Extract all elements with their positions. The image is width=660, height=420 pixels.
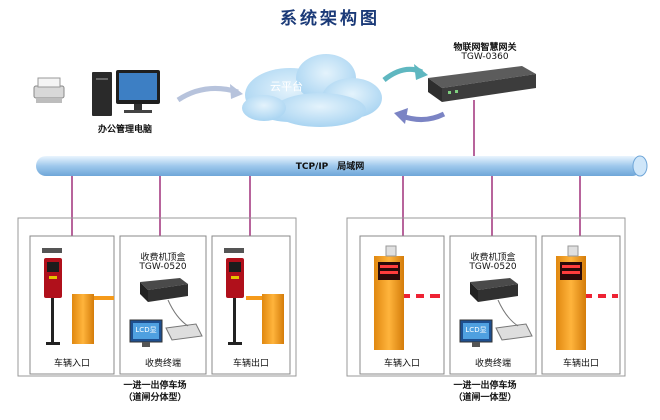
gateway-name: 物联网智慧网关 (453, 43, 517, 53)
site-1-exit-label: 车辆出口 (232, 359, 269, 369)
pc-cloud-arrow (176, 85, 239, 103)
site-2-keyboard-icon (495, 323, 533, 341)
site-2-terminal-label: 收费终端 (474, 359, 511, 369)
site-1-topbox-icon (140, 278, 188, 302)
site-2-lcd-label: LCD显 (465, 326, 487, 334)
network-bus-label: TCP/IP 局域网 (295, 162, 365, 172)
site-1-exit-barrier-icon (246, 294, 284, 344)
site-2-entry-box (359, 235, 445, 375)
site-1-lcd-icon (129, 319, 163, 347)
site-2-box-model: TGW-0520 (469, 262, 517, 272)
site-1-box-model: TGW-0520 (139, 262, 187, 272)
site-2-exit-box (541, 235, 621, 375)
site-1-terminal-box (119, 235, 207, 375)
site-1-box-title: 收费机顶盒 (140, 253, 186, 263)
site-2-exit-integrated-barrier-icon (556, 245, 618, 350)
site-2-entry-label: 车辆入口 (383, 359, 420, 369)
site-1-lcd-label: LCD显 (135, 326, 157, 334)
drop-lines (71, 176, 581, 236)
site-2-frame (346, 217, 626, 377)
page-title: 系统架构图 (280, 9, 380, 29)
site-1-entry-kiosk-icon (42, 248, 62, 345)
site-1-entry-label: 车辆入口 (53, 359, 90, 369)
site-2-terminal-box (449, 235, 537, 375)
site-1-exit-kiosk-icon (224, 248, 244, 345)
site-2-caption-line2: （道闸一体型） (453, 393, 517, 403)
site-1-caption-line1: 一进一出停车场 (123, 381, 187, 391)
office-pc-label: 办公管理电脑 (97, 125, 152, 135)
site-1-frame (17, 217, 297, 377)
office-printer-icon (33, 77, 65, 103)
office-pc-icon (92, 70, 160, 116)
gateway-cloud-arrow (401, 111, 446, 122)
site-2-entry-integrated-barrier-icon (374, 245, 440, 350)
gateway-model: TGW-0360 (461, 52, 509, 62)
site-2-topbox-icon (470, 278, 518, 302)
site-1-entry-barrier-icon (72, 294, 114, 344)
site-1-exit-box (211, 235, 291, 375)
gateway-device-icon (428, 66, 536, 102)
site-1-keyboard-icon (165, 323, 203, 341)
site-2-lcd-icon (459, 319, 493, 347)
cloud-label: 云平台 (270, 80, 303, 93)
network-bus (36, 155, 648, 177)
site-2-box-title: 收费机顶盒 (470, 253, 516, 263)
site-1-caption-line2: （道闸分体型） (123, 393, 187, 403)
site-2-exit-label: 车辆出口 (562, 359, 599, 369)
site-1-terminal-label: 收费终端 (144, 359, 181, 369)
site-1-entry-box (29, 235, 115, 375)
cloud-icon (242, 54, 382, 127)
site-2-caption-line1: 一进一出停车场 (453, 381, 517, 391)
